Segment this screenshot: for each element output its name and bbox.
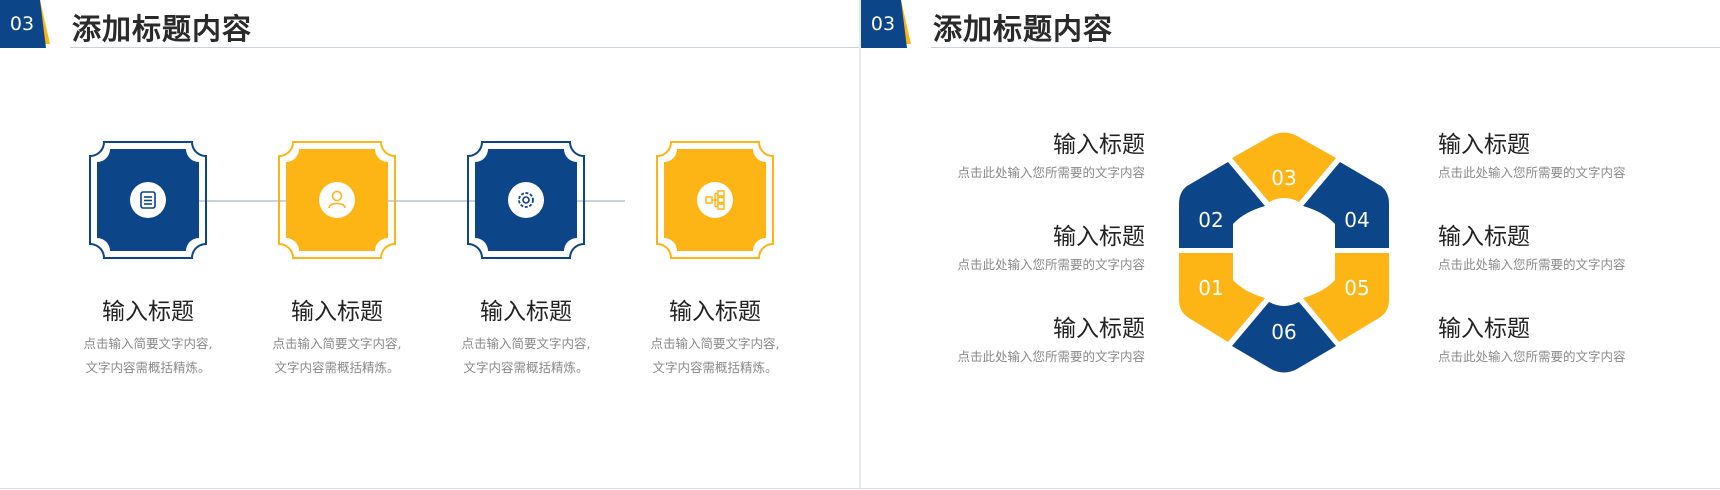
card-desc-line2: 文字内容需概括精炼。 [85, 360, 211, 375]
item-title: 输入标题 [1053, 132, 1145, 158]
card-title: 输入标题 [291, 299, 383, 325]
slide-divider [859, 0, 861, 490]
section-badge: 03 [861, 0, 913, 48]
segment-label-05: 05 [1344, 276, 1370, 300]
item-title: 输入标题 [1053, 316, 1145, 342]
item-description: 点击此处输入您所需要的文字内容 [1438, 165, 1626, 180]
section-badge: 03 [0, 0, 52, 48]
item-title: 输入标题 [1438, 316, 1530, 342]
segment-01 [1179, 253, 1265, 342]
segment-04 [1303, 162, 1389, 248]
page-title: 添加标题内容 [72, 12, 253, 46]
section-number: 03 [870, 13, 896, 35]
section-number: 03 [9, 13, 35, 35]
hexagon-ring [1179, 132, 1389, 373]
segment-05 [1303, 253, 1389, 342]
item-title: 输入标题 [1438, 224, 1530, 250]
hexagon-cycle-diagram: 03 04 05 06 01 02 [1169, 128, 1399, 378]
item-description: 点击此处输入您所需要的文字内容 [957, 257, 1145, 272]
card-title: 输入标题 [669, 299, 761, 325]
title-underline [931, 47, 1720, 48]
card-desc-line2: 文字内容需概括精炼。 [274, 360, 400, 375]
card-desc-line1: 点击输入简要文字内容, [650, 336, 780, 351]
card-title: 输入标题 [102, 299, 194, 325]
card-desc-line2: 文字内容需概括精炼。 [463, 360, 589, 375]
segment-label-04: 04 [1344, 208, 1370, 232]
card-desc-line1: 点击输入简要文字内容, [461, 336, 591, 351]
card-description: 点击输入简要文字内容, 文字内容需概括精炼。 [247, 332, 427, 380]
segment-label-03: 03 [1271, 166, 1297, 190]
right-item-2[interactable]: 输入标题 点击此处输入您所需要的文字内容 [1438, 222, 1638, 275]
item-description: 点击此处输入您所需要的文字内容 [1438, 349, 1626, 364]
segment-03 [1232, 132, 1336, 202]
title-underline [70, 47, 859, 48]
left-item-1[interactable]: 输入标题 点击此处输入您所需要的文字内容 [945, 130, 1145, 183]
card-desc-line2: 文字内容需概括精炼。 [652, 360, 778, 375]
badge-shape [0, 0, 50, 48]
segment-label-06: 06 [1271, 320, 1297, 344]
hierarchy-icon [697, 182, 733, 218]
card-desc-line1: 点击输入简要文字内容, [272, 336, 402, 351]
segment-02 [1179, 162, 1265, 248]
item-title: 输入标题 [1053, 224, 1145, 250]
left-item-2[interactable]: 输入标题 点击此处输入您所需要的文字内容 [945, 222, 1145, 275]
card-desc-line1: 点击输入简要文字内容, [83, 336, 213, 351]
left-item-3[interactable]: 输入标题 点击此处输入您所需要的文字内容 [945, 314, 1145, 367]
right-item-3[interactable]: 输入标题 点击此处输入您所需要的文字内容 [1438, 314, 1638, 367]
gear-icon [508, 182, 544, 218]
badge-shape [861, 0, 911, 48]
segment-label-01: 01 [1198, 276, 1224, 300]
item-title: 输入标题 [1438, 132, 1530, 158]
card-title: 输入标题 [480, 299, 572, 325]
page-title: 添加标题内容 [933, 12, 1114, 46]
item-description: 点击此处输入您所需要的文字内容 [957, 165, 1145, 180]
card-description: 点击输入简要文字内容, 文字内容需概括精炼。 [436, 332, 616, 380]
user-icon [319, 182, 355, 218]
item-description: 点击此处输入您所需要的文字内容 [1438, 257, 1626, 272]
item-description: 点击此处输入您所需要的文字内容 [957, 349, 1145, 364]
slide-left: 03 添加标题内容 输入标题 点击输入简要文字内容, 文字内容需概括精炼。 [0, 0, 859, 489]
right-item-1[interactable]: 输入标题 点击此处输入您所需要的文字内容 [1438, 130, 1638, 183]
card-description: 点击输入简要文字内容, 文字内容需概括精炼。 [625, 332, 805, 380]
card-description: 点击输入简要文字内容, 文字内容需概括精炼。 [58, 332, 238, 380]
list-icon [130, 182, 166, 218]
segment-label-02: 02 [1198, 208, 1224, 232]
slide-right: 03 添加标题内容 输入标题 点击此处输入您所需要的文字内容 输入标题 点击此处… [861, 0, 1720, 489]
segment-06 [1232, 302, 1336, 373]
